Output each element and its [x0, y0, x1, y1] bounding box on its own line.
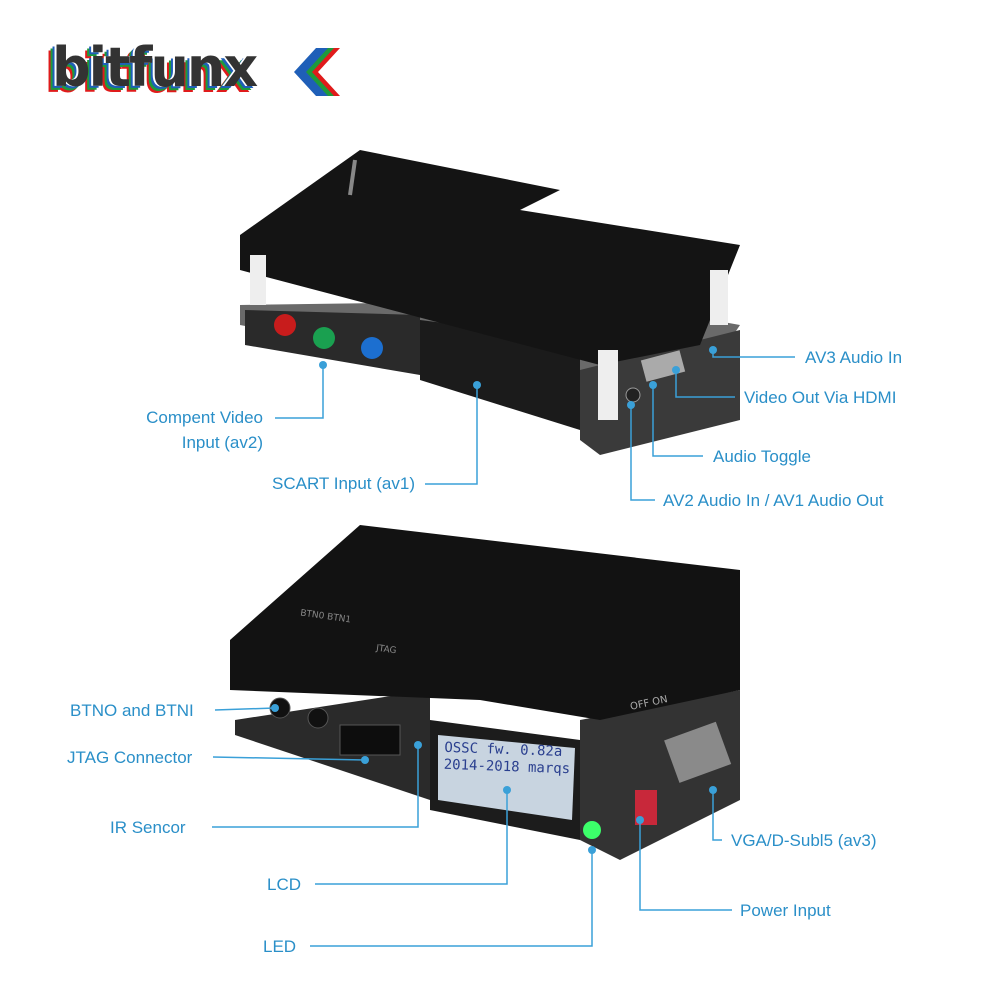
rca-blue: [361, 337, 383, 359]
label-power: Power Input: [740, 901, 831, 920]
vga-port: [664, 721, 732, 783]
label-line: Input (av2): [181, 433, 263, 452]
label-line: Compent Video: [146, 408, 263, 427]
bitfunx-logo: bitfunx: [52, 36, 258, 99]
label-audio-toggle: Audio Toggle: [713, 447, 811, 466]
label-vga: VGA/D-Subl5 (av3): [731, 831, 877, 850]
led-light: [583, 821, 601, 839]
rca-green: [313, 327, 335, 349]
bottom-device: [230, 525, 740, 860]
bottom-acrylic-plate: [230, 525, 740, 720]
label-lcd: LCD: [267, 875, 302, 894]
label-led: LED: [263, 937, 297, 956]
logo-chevron-icon: [294, 48, 340, 96]
lcd-display: OSSC fw. 0.82a 2014-2018 marqs: [443, 740, 571, 778]
label-jtag: JTAG Connector: [67, 748, 193, 767]
label-hdmi: Video Out Via HDMI: [744, 388, 897, 407]
label-av2-audio: AV2 Audio In / AV1 Audio Out: [663, 491, 884, 510]
leader-dots: [271, 346, 717, 854]
rca-red: [274, 314, 296, 336]
label-scart: SCART Input (av1): [272, 474, 415, 493]
lcd-screen: [438, 735, 575, 820]
label-ir: IR Sencor: [110, 818, 186, 837]
label-buttons: BTNO and BTNI: [70, 701, 194, 720]
jtag-header: [339, 724, 401, 756]
leader-lines: [212, 350, 795, 947]
top-acrylic-plate: [240, 150, 740, 365]
label-av3-audio: AV3 Audio In: [805, 348, 903, 367]
top-device: [240, 150, 740, 455]
label-component-video: Compent Video Input (av2): [146, 405, 263, 455]
hdmi-port: [640, 350, 686, 382]
